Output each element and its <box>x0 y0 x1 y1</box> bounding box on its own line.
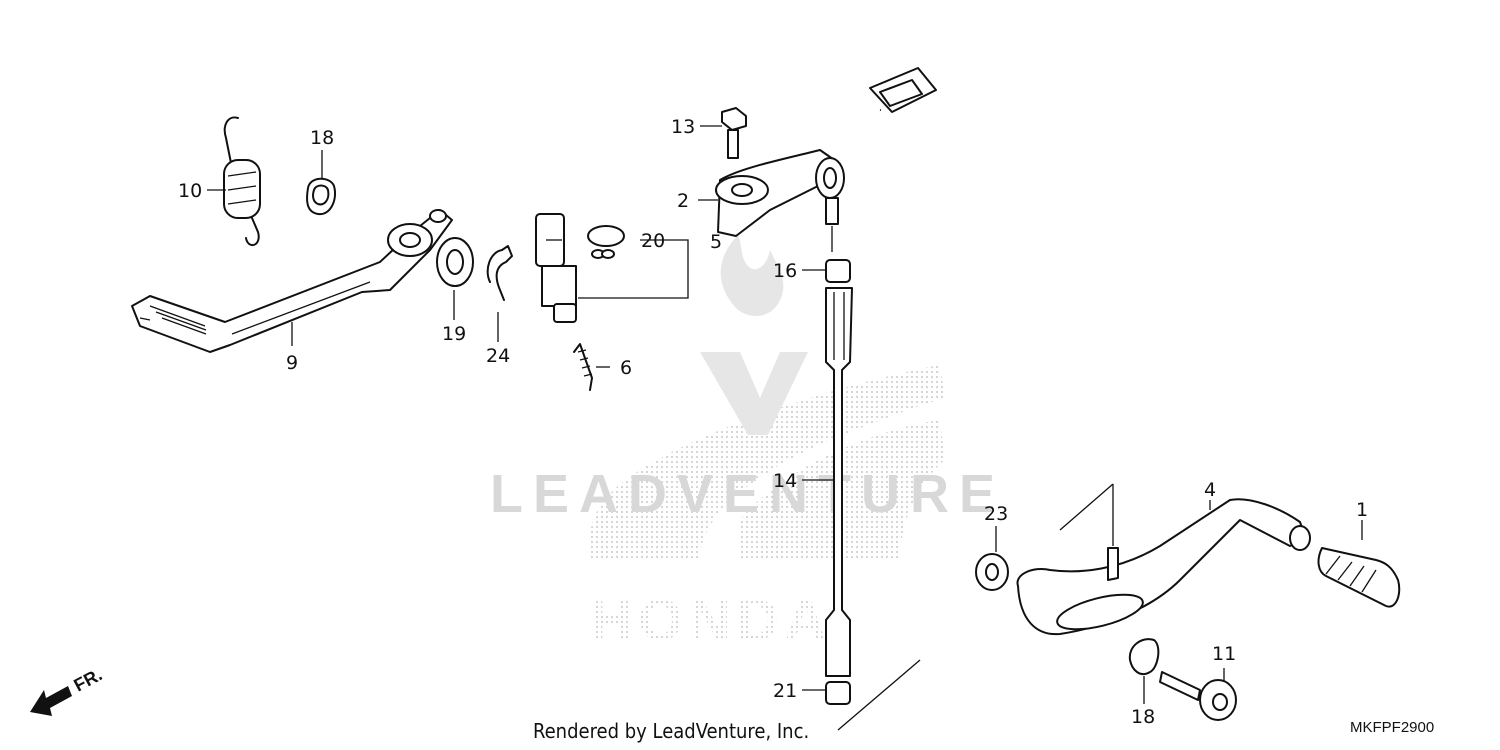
bolt-13 <box>721 107 747 159</box>
label-2: 2 <box>677 190 689 212</box>
label-21: 21 <box>773 680 797 702</box>
leadventure-watermark: LEADVENTURE <box>490 235 1005 524</box>
label-1: 1 <box>1356 499 1368 521</box>
label-16: 16 <box>773 260 797 282</box>
label-13: 13 <box>671 116 695 138</box>
o-ring-20 <box>587 225 625 259</box>
nut-16 <box>825 259 851 283</box>
diagram-code: MKFPF2900 <box>1350 719 1434 736</box>
label-20: 20 <box>641 230 665 252</box>
brake-switch-5 <box>535 44 881 323</box>
label-14: 14 <box>773 470 797 492</box>
label-18-right: 18 <box>1131 706 1155 728</box>
label-19: 19 <box>442 323 466 345</box>
label-4: 4 <box>1204 479 1216 501</box>
label-18-left: 18 <box>310 127 334 149</box>
label-9: 9 <box>286 352 298 374</box>
front-direction-indicator: FR. <box>30 664 105 716</box>
label-6: 6 <box>620 357 632 379</box>
shift-rod-14 <box>825 287 853 677</box>
shift-arm-2 <box>715 149 845 252</box>
fr-label: FR. <box>70 664 105 695</box>
return-spring-10 <box>223 116 261 247</box>
nut-21 <box>825 681 851 705</box>
spring-6 <box>573 343 593 391</box>
footer-credit: Rendered by LeadVenture, Inc. <box>533 719 809 743</box>
label-23: 23 <box>984 503 1008 525</box>
snap-ring-24 <box>486 245 513 301</box>
pedal-rubber-1 <box>1317 547 1401 608</box>
label-24: 24 <box>486 345 510 367</box>
brake-pedal-9 <box>131 209 453 353</box>
washer-23 <box>975 553 1009 591</box>
label-11: 11 <box>1212 643 1236 665</box>
honda-logo-text: HONDA <box>590 588 833 653</box>
pivot-bolt-11 <box>1159 671 1237 721</box>
label-10: 10 <box>178 180 202 202</box>
shift-pedal-4 <box>1016 484 1311 636</box>
callout-labels: 1 2 4 5 6 9 10 11 13 14 16 18 18 19 20 2… <box>178 116 1368 728</box>
label-5: 5 <box>710 231 722 253</box>
washer-18-right <box>1128 638 1160 676</box>
wire-connector <box>869 67 937 113</box>
watermark-text: LEADVENTURE <box>490 464 1005 524</box>
leader-lines <box>207 125 1363 731</box>
washer-19 <box>436 237 474 287</box>
